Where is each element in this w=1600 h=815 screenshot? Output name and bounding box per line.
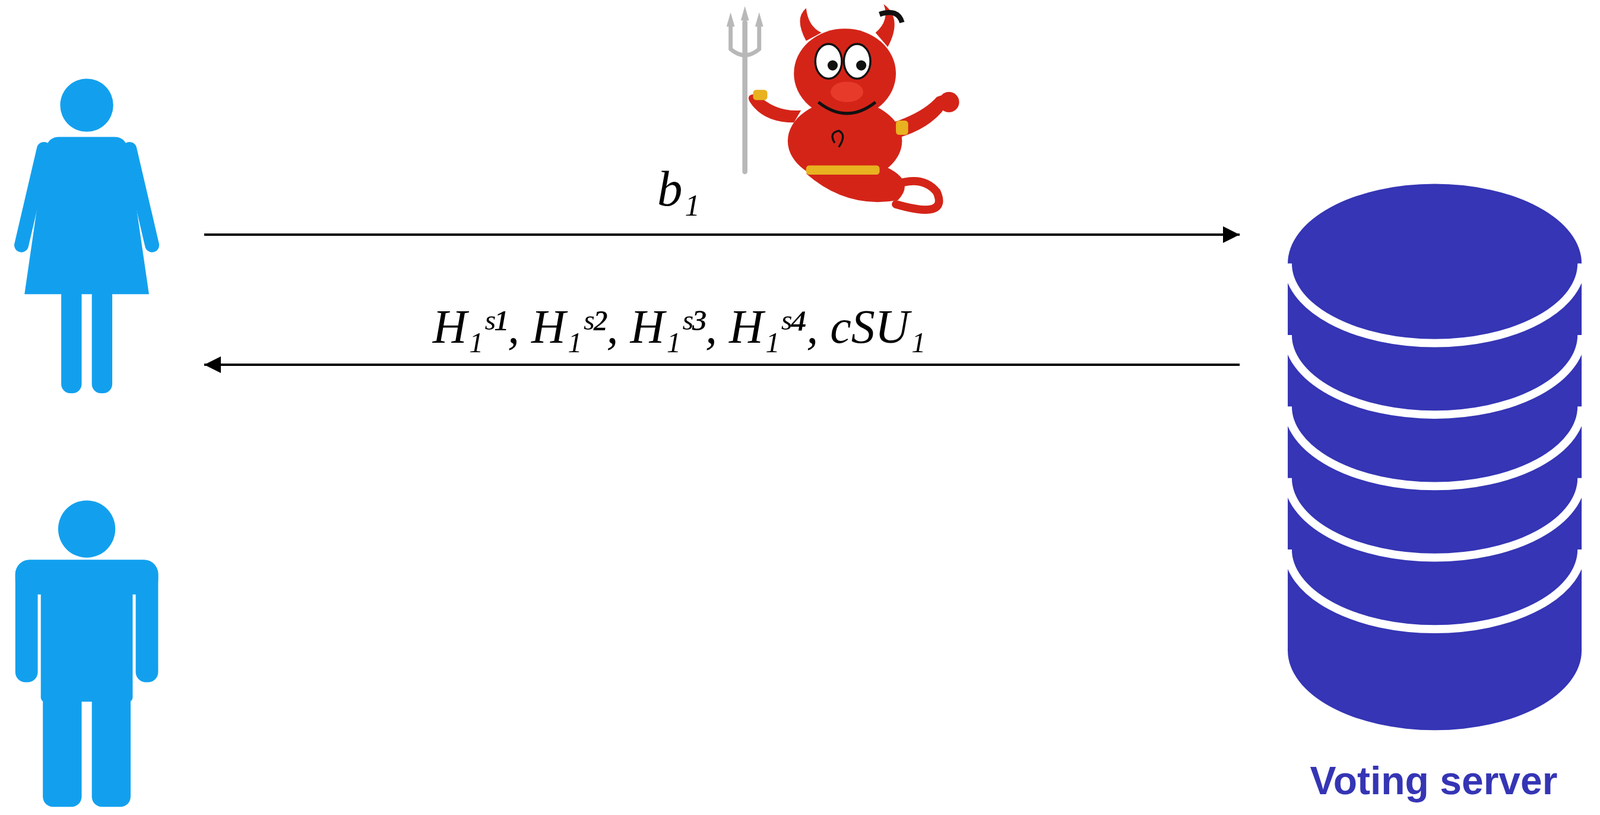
- node-label: Voting server: [1239, 756, 1598, 804]
- message-arrow: [204, 233, 1240, 236]
- man-figure: [15, 499, 159, 807]
- message-arrow: [204, 363, 1240, 366]
- message-label: H₁ˢ¹, H₁ˢ², H₁ˢ³, H₁ˢ⁴, cSU₁: [429, 300, 930, 353]
- woman-figure: [21, 78, 152, 394]
- database-symbol: [1287, 183, 1582, 730]
- database-server: Voting server: [1239, 178, 1598, 802]
- devil-attacker: [726, 4, 960, 210]
- person-figure: [11, 74, 196, 398]
- message-label: b₁: [653, 160, 704, 217]
